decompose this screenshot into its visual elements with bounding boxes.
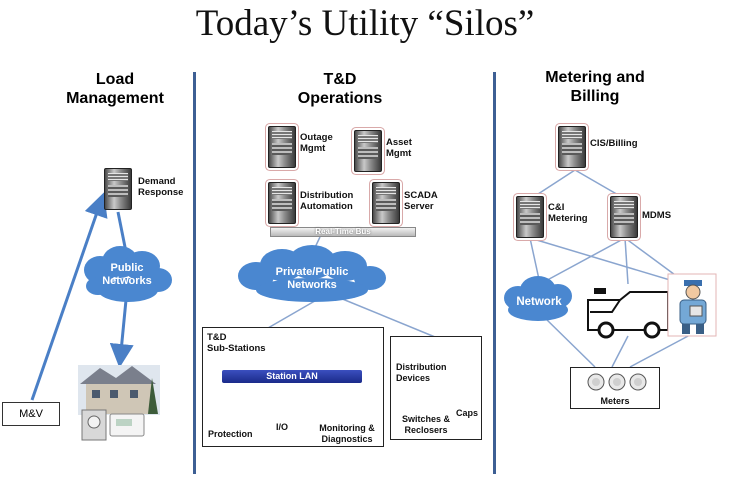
- metering-billing-heading: Metering and Billing: [545, 69, 645, 105]
- divider-right: [493, 72, 496, 474]
- utility-truck-image: [587, 288, 669, 339]
- cloud-to-home-arrow: [109, 299, 134, 368]
- private-public-networks-label: Private/Public Networks: [275, 266, 349, 291]
- cloud-to-distribution-line: [339, 297, 436, 338]
- mdms-server-icon: [610, 196, 638, 238]
- meters-image: [587, 373, 647, 391]
- demand-to-cloud-line: [116, 211, 128, 253]
- substations-label: T&D Sub-Stations: [207, 332, 266, 354]
- distribution-automation-server-icon: [268, 182, 296, 224]
- monitoring-label: Monitoring & Diagnostics: [319, 423, 375, 444]
- real-time-bus: Real-Time Bus: [270, 227, 416, 237]
- cis-billing-server-icon: [558, 126, 586, 168]
- scada-server-label: SCADA Server: [404, 190, 438, 212]
- network-label: Network: [516, 296, 562, 308]
- scada-server-icon: [372, 182, 400, 224]
- asset-mgmt-label: Asset Mgmt: [386, 137, 412, 159]
- demand-response-server-icon: [104, 168, 132, 210]
- meter-reader-image: [667, 273, 717, 337]
- demand-response-label: Demand Response: [138, 176, 184, 198]
- meters-box: [570, 367, 660, 409]
- cis-billing-label: CIS/Billing: [590, 138, 638, 149]
- public-networks-label: Public Networks: [102, 262, 152, 287]
- distribution-devices-label: Distribution Devices: [396, 362, 447, 383]
- distribution-devices-box: [390, 336, 482, 440]
- protection-label: Protection: [208, 429, 253, 439]
- mv-box: M&V: [2, 402, 60, 426]
- td-operations-heading: T&D Operations: [297, 71, 383, 107]
- caps-label: Caps: [456, 408, 479, 418]
- station-lan-bar: Station LAN: [222, 370, 362, 383]
- divider-left: [193, 72, 196, 474]
- switches-reclosers-label: Switches & Reclosers: [401, 414, 450, 435]
- diagram-title: Today’s Utility “Silos”: [195, 3, 535, 44]
- private-public-networks-cloud: [238, 245, 386, 302]
- load-management-heading: Load Management: [66, 71, 164, 107]
- cloud-to-substation-line: [267, 297, 321, 329]
- io-label: I/O: [276, 422, 289, 432]
- meters-label: Meters: [600, 396, 630, 406]
- network-cloud: [504, 276, 572, 321]
- mv-to-demand-arrow: [30, 192, 108, 401]
- ci-metering-server-icon: [516, 196, 544, 238]
- outage-mgmt-server-icon: [268, 126, 296, 168]
- public-networks-cloud: [84, 246, 172, 302]
- mdms-label: MDMS: [642, 210, 672, 221]
- outage-mgmt-label: Outage Mgmt: [300, 132, 333, 154]
- asset-mgmt-server-icon: [354, 130, 382, 172]
- home-image: [78, 365, 160, 441]
- ci-metering-label: C&I Metering: [548, 202, 588, 224]
- distribution-automation-label: Distribution Automation: [300, 190, 354, 212]
- substations-box: [202, 327, 384, 447]
